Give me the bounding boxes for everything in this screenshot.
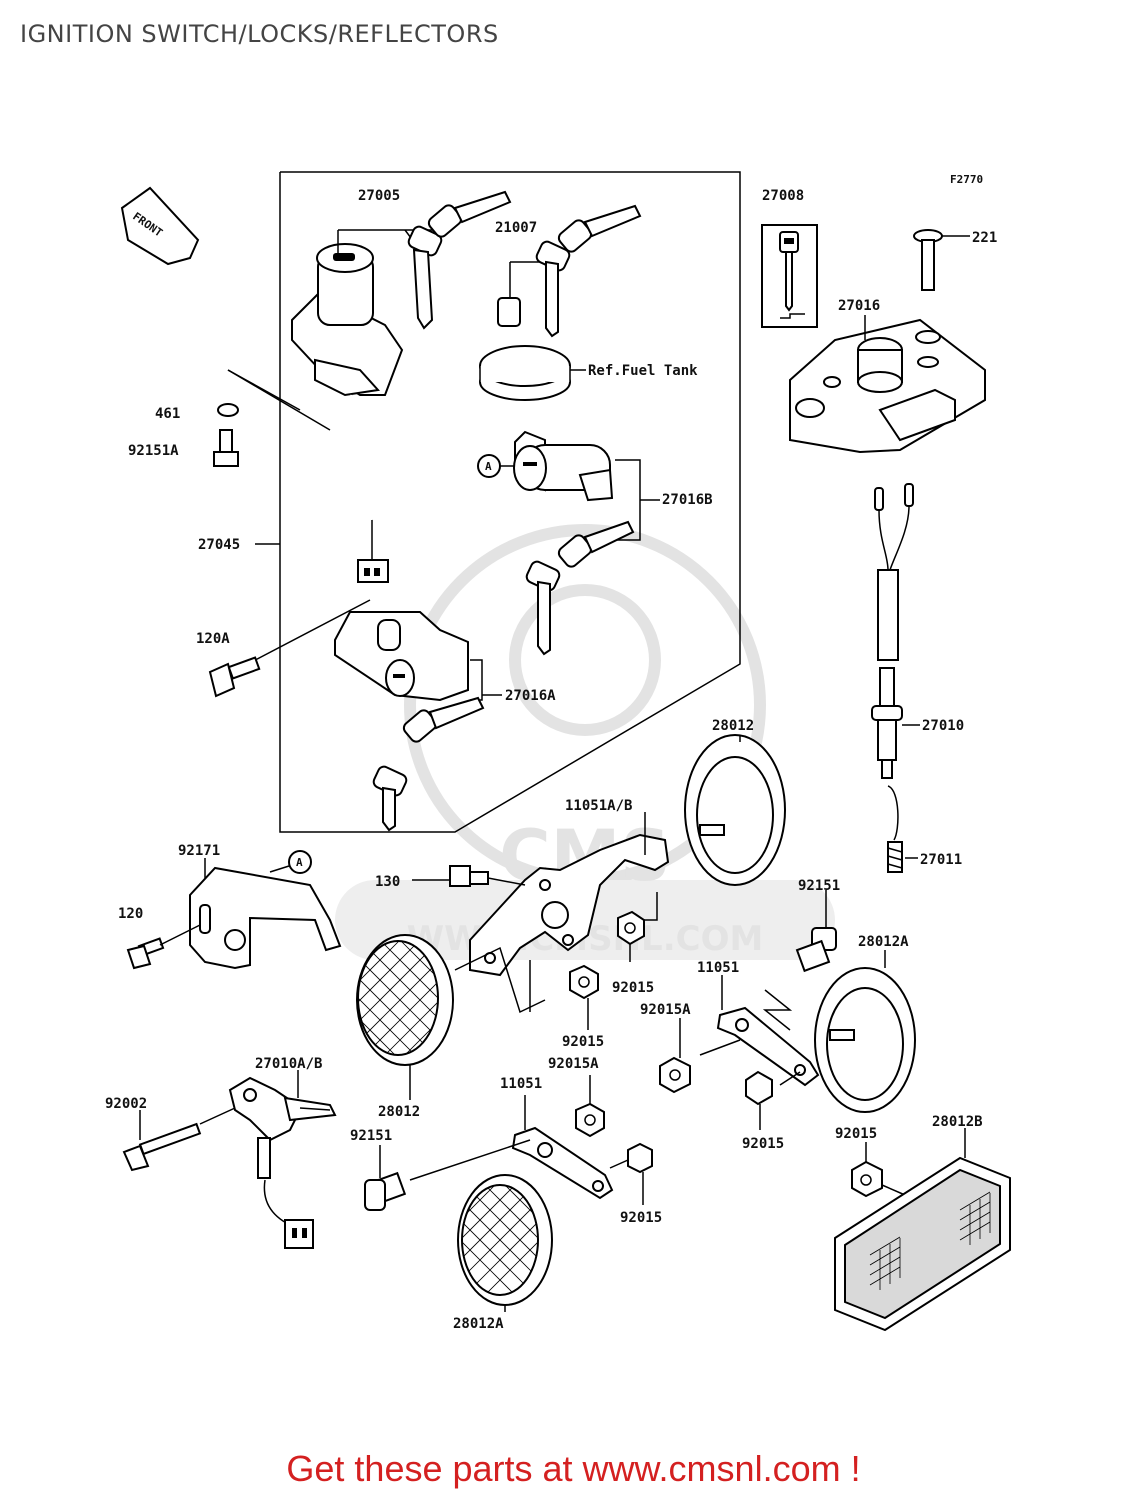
bolt-92002-icon xyxy=(122,1122,202,1172)
seat-lock-key-icon xyxy=(525,520,635,656)
diagram-code: F2770 xyxy=(950,173,983,186)
ignition-switch xyxy=(291,243,404,583)
side-stand-switch xyxy=(228,1076,337,1249)
reflector-28012b xyxy=(834,1156,1011,1332)
bolt-92151-lower-icon xyxy=(364,1171,407,1211)
label-11051-right: 11051 xyxy=(697,960,739,976)
label-120a: 120A xyxy=(196,631,230,647)
key-icon xyxy=(407,190,512,330)
label-28012-top: 28012 xyxy=(712,718,754,734)
label-28012a-right: 28012A xyxy=(858,934,909,950)
label-221: 221 xyxy=(972,230,997,246)
label-28012b: 28012B xyxy=(932,1114,983,1130)
label-130: 130 xyxy=(375,874,400,890)
label-92171: 92171 xyxy=(178,843,220,859)
label-92015-lower-mid: 92015 xyxy=(562,1034,604,1050)
label-92151a: 92151A xyxy=(128,443,179,459)
label-92151-right: 92151 xyxy=(798,878,840,894)
label-27010ab: 27010A/B xyxy=(255,1056,322,1072)
ref-fuel-tank: Ref.Fuel Tank xyxy=(588,363,698,379)
label-27016b: 27016B xyxy=(662,492,713,508)
label-92015-far-right: 92015 xyxy=(835,1126,877,1142)
reflector-bracket xyxy=(469,833,670,977)
nut-92015a-right-icon xyxy=(659,1056,691,1094)
label-27045: 27045 xyxy=(198,537,240,553)
nut-92015-mid-icon xyxy=(617,910,645,946)
spring-icon xyxy=(887,785,903,873)
fuel-cap xyxy=(479,297,571,401)
kit-frame xyxy=(279,171,741,833)
label-27010: 27010 xyxy=(922,718,964,734)
mounting-plate-92171 xyxy=(189,866,342,970)
label-27005: 27005 xyxy=(358,188,400,204)
reflector-28012-top xyxy=(684,734,786,886)
nut-92015-lower-icon xyxy=(569,964,599,1000)
label-92015-bottom: 92015 xyxy=(620,1210,662,1226)
washer-icon xyxy=(217,403,239,417)
bolt-92151-right-icon xyxy=(795,927,837,973)
callout-a2-icon xyxy=(288,850,312,874)
label-27016: 27016 xyxy=(838,298,880,314)
callout-a2-label: A xyxy=(296,856,303,869)
label-27008: 27008 xyxy=(762,188,804,204)
switch-bracket xyxy=(789,318,986,454)
fuel-cap-key-icon xyxy=(535,204,642,338)
seat-lock xyxy=(513,430,614,502)
label-92015a-lower: 92015A xyxy=(548,1056,599,1072)
label-28012a-bottom: 28012A xyxy=(453,1316,504,1332)
callout-a-label: A xyxy=(485,460,492,473)
bolt-icon xyxy=(213,429,239,467)
plate-11051-lower xyxy=(511,1126,614,1200)
helmet-lock xyxy=(334,611,469,702)
reflector-28012a-right xyxy=(814,967,916,1113)
footer-cta-link[interactable]: Get these parts at www.cmsnl.com ! xyxy=(286,1448,861,1489)
label-92002: 92002 xyxy=(105,1096,147,1112)
label-11051ab: 11051A/B xyxy=(565,798,632,814)
reflector-28012a-bottom xyxy=(457,1174,553,1306)
key-card-icon xyxy=(779,231,805,319)
label-92015a-right: 92015A xyxy=(640,1002,691,1018)
nut-92015-right-lower-icon xyxy=(745,1070,773,1106)
label-28012-left: 28012 xyxy=(378,1104,420,1120)
front-arrow-icon: FRONT xyxy=(120,186,200,266)
page-title: IGNITION SWITCH/LOCKS/REFLECTORS xyxy=(20,20,499,48)
reflector-28012-left xyxy=(356,934,454,1066)
helmet-lock-key-icon xyxy=(372,696,485,832)
label-92015-right-lower: 92015 xyxy=(742,1136,784,1152)
label-27011: 27011 xyxy=(920,852,962,868)
plate-11051-right xyxy=(716,1006,820,1087)
label-27016a: 27016A xyxy=(505,688,556,704)
nut-92015-far-right-icon xyxy=(851,1160,883,1198)
screw-221-icon xyxy=(913,229,943,291)
label-120: 120 xyxy=(118,906,143,922)
bolt-120-icon xyxy=(126,937,165,970)
bolt-120a-icon xyxy=(208,656,261,698)
parts-diagram: WWW.CMSNL.COM CMS F2770 FRONT xyxy=(105,171,1011,1332)
nut-92015a-lower-icon xyxy=(575,1102,605,1138)
label-11051-lower: 11051 xyxy=(500,1076,542,1092)
label-21007: 21007 xyxy=(495,220,537,236)
label-92015-mid: 92015 xyxy=(612,980,654,996)
switch-wire xyxy=(871,483,914,779)
label-461: 461 xyxy=(155,406,180,422)
bolt-130-icon xyxy=(449,865,489,887)
label-92151-lower: 92151 xyxy=(350,1128,392,1144)
nut-92015-bottom-icon xyxy=(627,1142,653,1174)
